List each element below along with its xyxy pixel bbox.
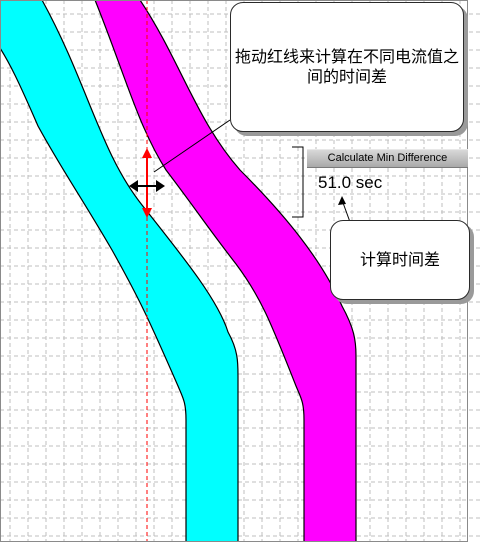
time-difference-value: 51.0 sec [318, 173, 383, 192]
calc-hint-callout: 计算时间差 [330, 220, 470, 300]
callout-pointer-arrow [338, 196, 351, 223]
drag-arrow-icon[interactable] [129, 180, 165, 192]
calc-hint-text: 计算时间差 [359, 250, 440, 269]
curve-band-cyan [0, 0, 239, 542]
cursor-vertical-marker[interactable] [142, 148, 152, 218]
calculate-min-difference-button[interactable]: Calculate Min Difference [307, 149, 468, 168]
curve-band-magenta [94, 0, 357, 542]
drag-hint-text: 拖动红线来计算在不同电流值之间的时间差 [234, 47, 459, 86]
drag-hint-callout: 拖动红线来计算在不同电流值之间的时间差 [230, 2, 464, 132]
callout-pointer-line [153, 119, 231, 173]
bracket [292, 146, 304, 218]
